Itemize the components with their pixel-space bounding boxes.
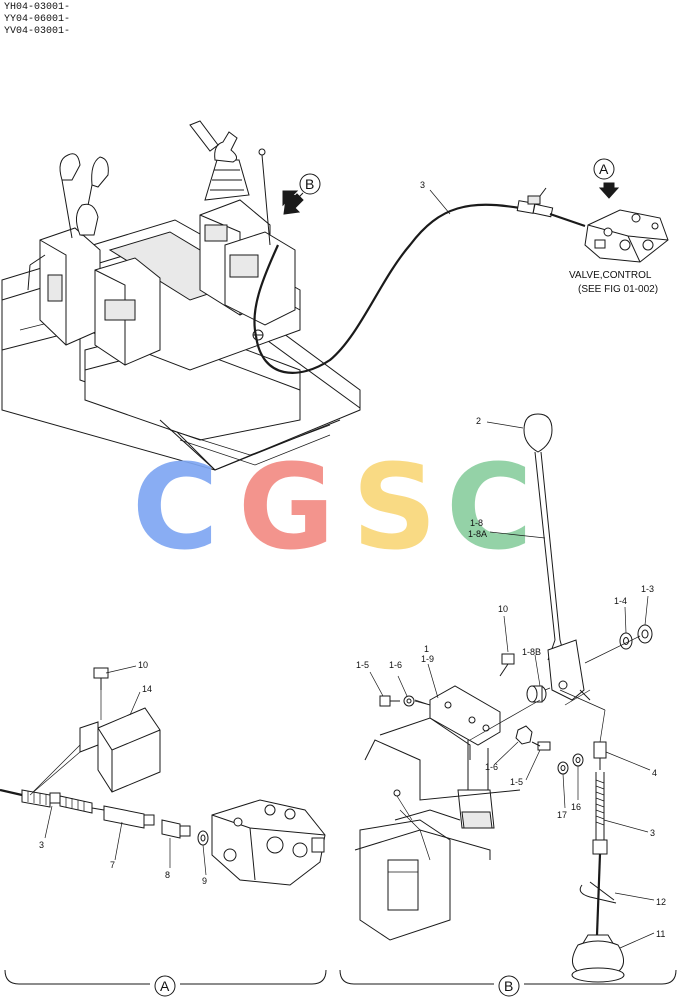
watermark: C G S C: [132, 438, 533, 576]
callout-9: 9: [202, 876, 207, 886]
callouts: 3 2 1-8 1-8A 1-3 1-4 10 1 1-9 1-5 1-6 1-…: [39, 180, 666, 939]
section-a-label: A: [160, 978, 170, 994]
section-bracket-b: B: [339, 969, 677, 997]
callout-1-9: 1-9: [421, 654, 434, 664]
view-a-assembly: [0, 667, 326, 886]
control-valve-top: [584, 182, 669, 263]
lever-knob: [523, 413, 553, 453]
valve-note-line1: VALVE,CONTROL: [569, 270, 652, 281]
callout-1-5-b: 1-5: [510, 777, 523, 787]
cable-end-fitting: [516, 187, 586, 228]
callout-16: 16: [571, 802, 581, 812]
callout-3-b: 3: [650, 828, 655, 838]
callout-11: 11: [656, 929, 665, 939]
operator-station-overview: [1, 120, 361, 471]
watermark-letter-c2: C: [446, 438, 533, 576]
callout-8: 8: [165, 870, 170, 880]
callout-1-3: 1-3: [641, 584, 654, 594]
callout-3-a: 3: [39, 840, 44, 850]
model-serial-list: YH04-03001- YY04-06001- YV04-03001-: [4, 2, 70, 38]
control-cable-overview: [254, 203, 521, 374]
callout-1: 1: [424, 644, 429, 654]
callout-1-8: 1-8: [470, 518, 483, 528]
watermark-letter-c1: C: [132, 438, 219, 576]
callout-1-6-b: 1-6: [485, 762, 498, 772]
view-marker-b-letter: B: [305, 176, 314, 192]
callout-12: 12: [656, 897, 666, 907]
valve-note-line2: (SEE FIG 01-002): [578, 284, 658, 295]
callout-4: 4: [652, 768, 657, 778]
section-bracket-a: A: [4, 969, 327, 997]
callout-1-6-a: 1-6: [389, 660, 402, 670]
callout-1-5-a: 1-5: [356, 660, 369, 670]
view-marker-a: A: [593, 158, 615, 180]
model-serial-1: YH04-03001-: [4, 2, 71, 13]
callout-1-4: 1-4: [614, 596, 627, 606]
callout-3-top: 3: [420, 180, 425, 190]
model-serial-2: YY04-06001-: [4, 14, 71, 25]
callout-14: 14: [142, 684, 152, 694]
callout-1-8b: 1-8B: [522, 647, 541, 657]
section-b-label: B: [504, 978, 513, 994]
view-b-assembly: [354, 413, 653, 983]
callout-17: 17: [557, 810, 567, 820]
view-marker-a-letter: A: [599, 161, 609, 177]
watermark-letter-g: G: [238, 438, 335, 576]
watermark-letter-s: S: [352, 438, 437, 576]
model-serial-3: YV04-03001-: [4, 26, 71, 37]
callout-10-b: 10: [498, 604, 508, 614]
callout-10-a: 10: [138, 660, 148, 670]
view-marker-b: B: [299, 173, 321, 195]
callout-2: 2: [476, 416, 481, 426]
callout-7: 7: [110, 860, 115, 870]
callout-1-8a: 1-8A: [468, 529, 487, 539]
leader-lines: [44, 189, 655, 949]
